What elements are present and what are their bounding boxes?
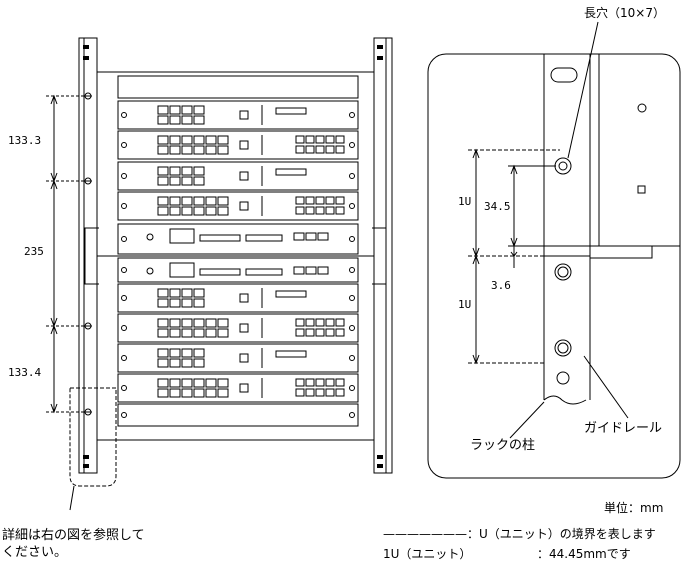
dim-3-6-label: 3.6 [491, 279, 511, 292]
rack-unit [117, 257, 359, 283]
detail-view [427, 21, 681, 479]
rack-unit [117, 191, 359, 221]
u-definition-right: ：44.45mmです [537, 547, 631, 561]
note-line-2: ください。 [2, 545, 67, 560]
detail-frame [427, 53, 681, 479]
dim-34-5-label: 34.5 [484, 200, 511, 213]
legend: 単位：mm ———————：U（ユニット）の境界を表します 1U（ユニット） ：… [383, 500, 663, 561]
detail-callout-outline [69, 387, 117, 487]
rack-unit [117, 100, 359, 130]
post-hole [554, 263, 572, 281]
guide-leader [583, 355, 629, 419]
blank-panel [117, 75, 359, 99]
left-dimensions [46, 94, 90, 414]
rack-unit [117, 161, 359, 191]
rack-unit [117, 313, 359, 343]
unit-label: 単位：mm [604, 500, 663, 515]
rack-front-view [46, 37, 393, 511]
guide-rail [589, 246, 653, 259]
dim-bottom-label: 133.4 [8, 366, 41, 379]
rack-unit [117, 130, 359, 160]
post-leader [509, 401, 545, 439]
rack-unit [117, 373, 359, 403]
dim-top-label: 133.3 [8, 134, 41, 147]
rack-unit [117, 223, 359, 255]
rack-modules [117, 75, 359, 427]
boundary-legend: ———————：U（ユニット）の境界を表します [383, 526, 656, 541]
rack-screws [84, 92, 92, 416]
guide-rail-label: ガイドレール [584, 421, 662, 436]
left-note: 詳細は右の図を参照して ください。 [2, 527, 145, 560]
rack-post-label: ラックの柱 [470, 438, 535, 453]
detail-labels: 長穴（10×7） 1U 1U 34.5 3.6 ガイドレール ラックの柱 [458, 5, 665, 453]
dim-mid-label: 235 [24, 245, 44, 258]
rack-unit [117, 283, 359, 313]
left-dimension-labels: 133.3 235 133.4 [8, 134, 44, 379]
rack-post-holes [83, 45, 383, 468]
u-upper-label: 1U [458, 195, 471, 208]
note-line-1: 詳細は右の図を参照して [2, 527, 145, 543]
slot-hole [554, 157, 572, 175]
rack-unit [117, 343, 359, 373]
right-handle [372, 227, 387, 285]
slot-leader [567, 21, 599, 159]
slot-label: 長穴（10×7） [584, 5, 665, 20]
u-lower-label: 1U [458, 298, 471, 311]
rack-left-post [78, 37, 98, 474]
rack-unit [117, 403, 359, 427]
top-slot [550, 67, 578, 83]
u-definition-left: 1U（ユニット） [383, 547, 471, 561]
rack-right-post [373, 37, 393, 474]
left-handle [84, 227, 99, 285]
